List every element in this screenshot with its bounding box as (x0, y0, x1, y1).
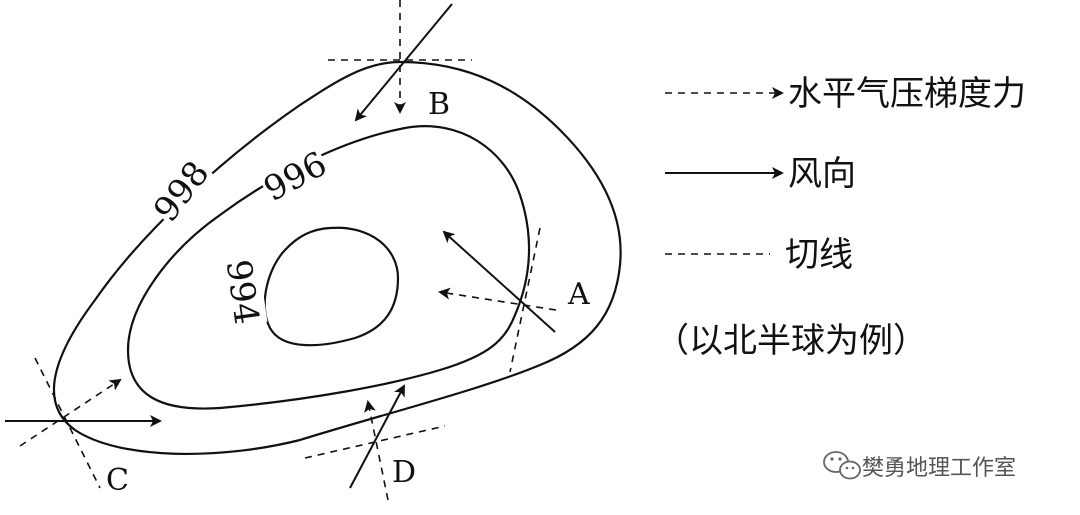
point-d: D (304, 384, 446, 501)
watermark: 樊勇地理工作室 (823, 451, 1016, 481)
point-d-label: D (392, 455, 416, 490)
wind-arrow-b (354, 3, 453, 122)
wind-arrow-d (349, 384, 405, 489)
pressure-gradient-arrow-d (364, 400, 389, 501)
isobar-998 (52, 60, 622, 456)
wind-arrow-a (442, 230, 556, 333)
point-b: B (328, 0, 472, 122)
isobar-994-label: 994 (218, 257, 267, 327)
tangent-line-a (509, 227, 541, 373)
wechat-icon (823, 451, 861, 480)
isobar-996 (126, 125, 531, 410)
point-a-label: A (567, 277, 590, 312)
isobar-998-label: 998 (146, 154, 217, 230)
tangent-line-c (34, 357, 101, 489)
pressure-gradient-arrow-c (19, 378, 122, 447)
legend-wind-direction-label: 风向 (788, 154, 856, 194)
legend: 水平气压梯度力 风向 切线 （以北半球为例） (655, 74, 1026, 361)
pressure-gradient-arrow-a (438, 287, 557, 311)
point-a: A (438, 227, 590, 373)
legend-tangent-label: 切线 (785, 235, 853, 275)
legend-note: （以北半球为例） (655, 321, 927, 361)
point-c: C (5, 357, 162, 498)
watermark-text: 樊勇地理工作室 (862, 456, 1016, 481)
isobar-994 (263, 226, 400, 347)
point-b-label: B (428, 87, 450, 122)
legend-pressure-gradient-label: 水平气压梯度力 (788, 74, 1026, 114)
point-c-label: C (106, 463, 129, 498)
